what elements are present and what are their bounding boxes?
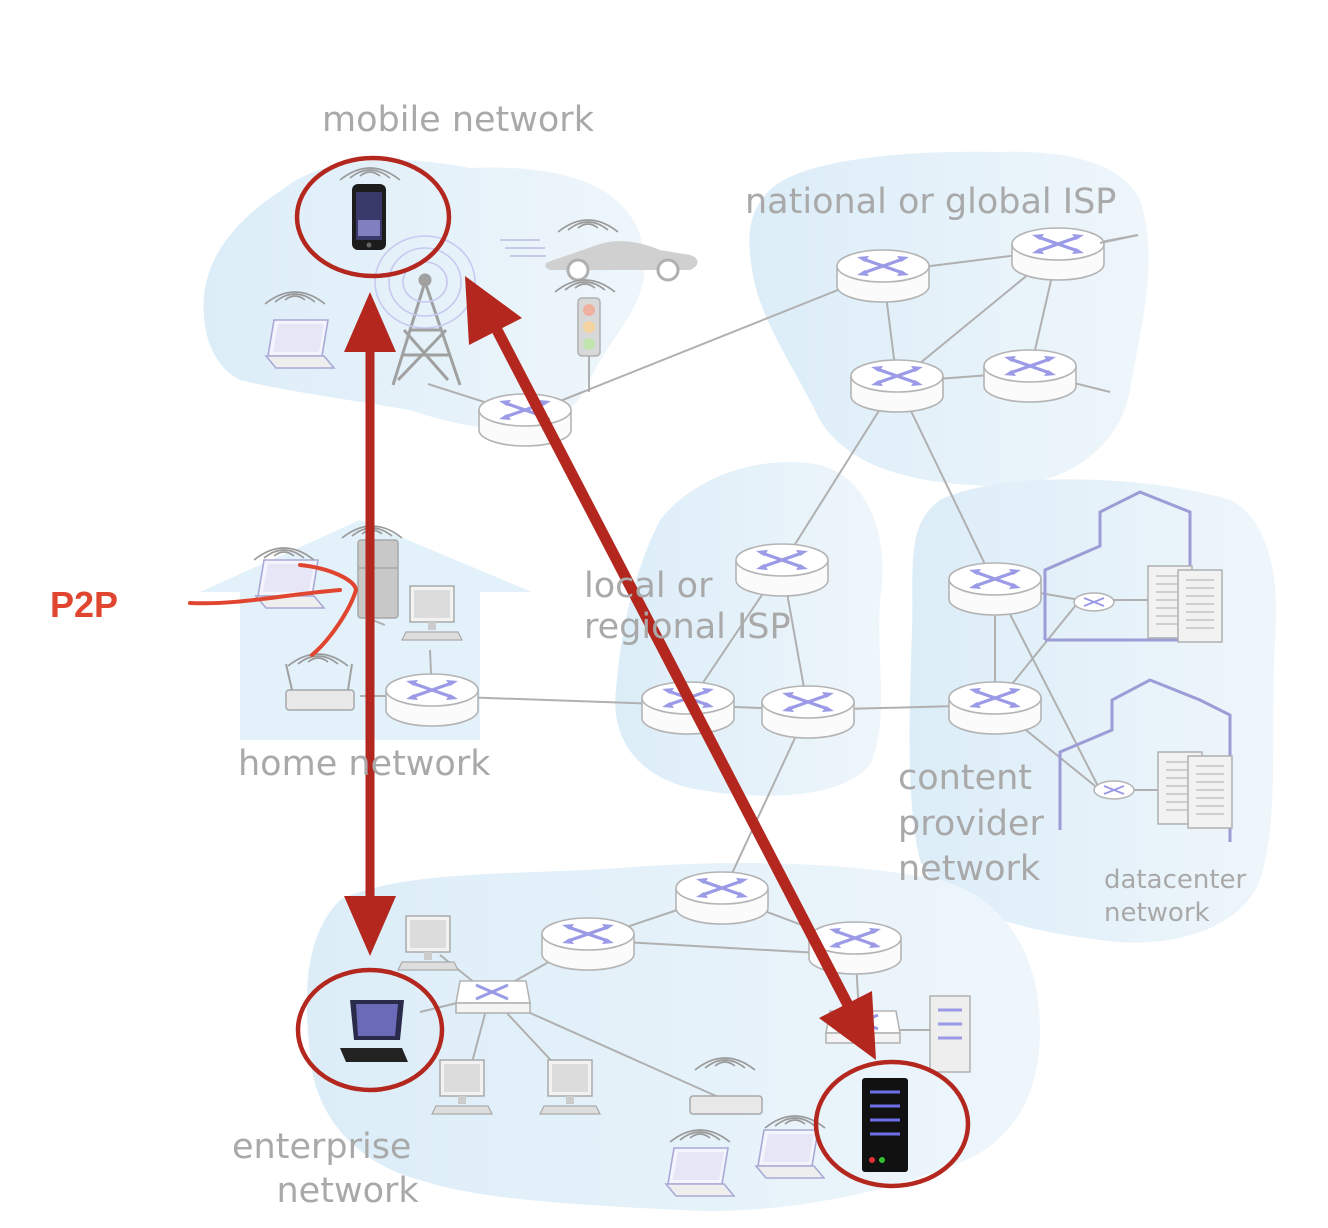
router-icon — [982, 348, 1078, 404]
desktop-computer-icon — [397, 915, 459, 971]
client-server-double-arrow — [465, 276, 876, 1060]
p2p-pointer-arrow — [188, 563, 359, 657]
server-host-highlight — [813, 1059, 971, 1189]
router-icon — [835, 248, 931, 304]
desktop-computer-icon — [539, 1059, 601, 1115]
desktop-computer-icon — [431, 1059, 493, 1115]
router-icon — [947, 680, 1043, 736]
p2p-label: P2P — [50, 584, 119, 625]
router-icon — [849, 358, 945, 414]
home-network-label: home network — [238, 744, 491, 784]
router-icon — [674, 870, 770, 926]
isp-external-links — [1099, 234, 1139, 244]
mobile-network-cloud — [203, 159, 645, 429]
desktop-computer-icon — [401, 585, 463, 641]
mobile-network-label: mobile network — [322, 100, 594, 140]
server-icon — [862, 1078, 908, 1172]
car-icon — [500, 219, 698, 282]
wifi-router-icon — [689, 1057, 763, 1115]
router-icon — [760, 684, 856, 740]
router-icon — [947, 561, 1043, 617]
enterprise-network-label: enterprise network — [232, 1127, 419, 1211]
datacenter-building-icon — [1043, 490, 1232, 842]
content-provider-label: content provider network — [898, 758, 1044, 889]
national-isp-label: national or global ISP — [745, 182, 1117, 222]
enterprise-host-highlight — [295, 967, 445, 1093]
highlight-circles — [294, 155, 971, 1189]
router-icon — [1010, 226, 1106, 282]
server-icon — [929, 995, 971, 1073]
small-routers — [1073, 592, 1135, 800]
p2p-double-arrow — [344, 292, 396, 956]
wifi-router-icon — [285, 653, 355, 711]
datacenter-label: datacenter network — [1104, 865, 1247, 928]
cell-tower-icon — [391, 273, 462, 386]
traffic-light-icon — [554, 279, 616, 392]
link-switch-icon — [454, 979, 532, 1015]
router-icon — [540, 916, 636, 972]
router-icon — [384, 672, 480, 728]
mobile-host-highlight — [294, 155, 452, 279]
desktop-computer-icon — [340, 1000, 408, 1062]
regional-isp-label: local or regional ISP — [584, 566, 791, 648]
smartphone-icon — [339, 167, 401, 250]
